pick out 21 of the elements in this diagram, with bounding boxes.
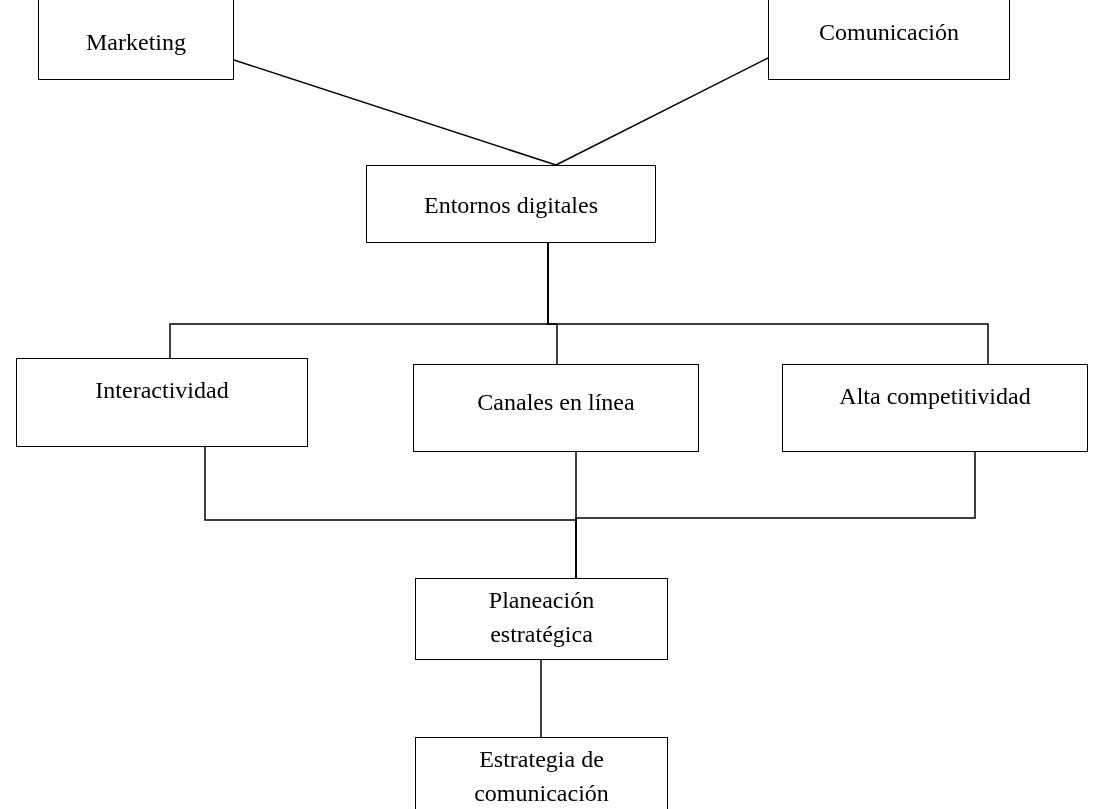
process-box	[415, 737, 668, 809]
connector-line	[233, 59, 557, 166]
process-box	[413, 364, 699, 452]
box-label: Alta competitividad	[839, 382, 1031, 411]
process-box	[782, 364, 1088, 452]
box-label: Planeación estratégica	[487, 586, 596, 649]
box-label: Comunicación	[819, 18, 959, 47]
process-box	[415, 578, 668, 660]
connector-line	[555, 57, 769, 166]
connector-line	[575, 451, 976, 579]
process-box	[16, 358, 308, 447]
box-label: Canales en línea	[477, 388, 635, 417]
box-label: Entornos digitales	[424, 191, 598, 220]
box-label: Estrategia de comunicación	[473, 745, 610, 808]
process-box	[768, 0, 1010, 80]
box-label: Interactividad	[95, 376, 229, 405]
connector-line	[540, 659, 542, 738]
process-box	[366, 165, 656, 243]
connector-line	[547, 242, 989, 365]
box-label: Marketing	[86, 28, 186, 57]
process-box	[38, 0, 234, 80]
